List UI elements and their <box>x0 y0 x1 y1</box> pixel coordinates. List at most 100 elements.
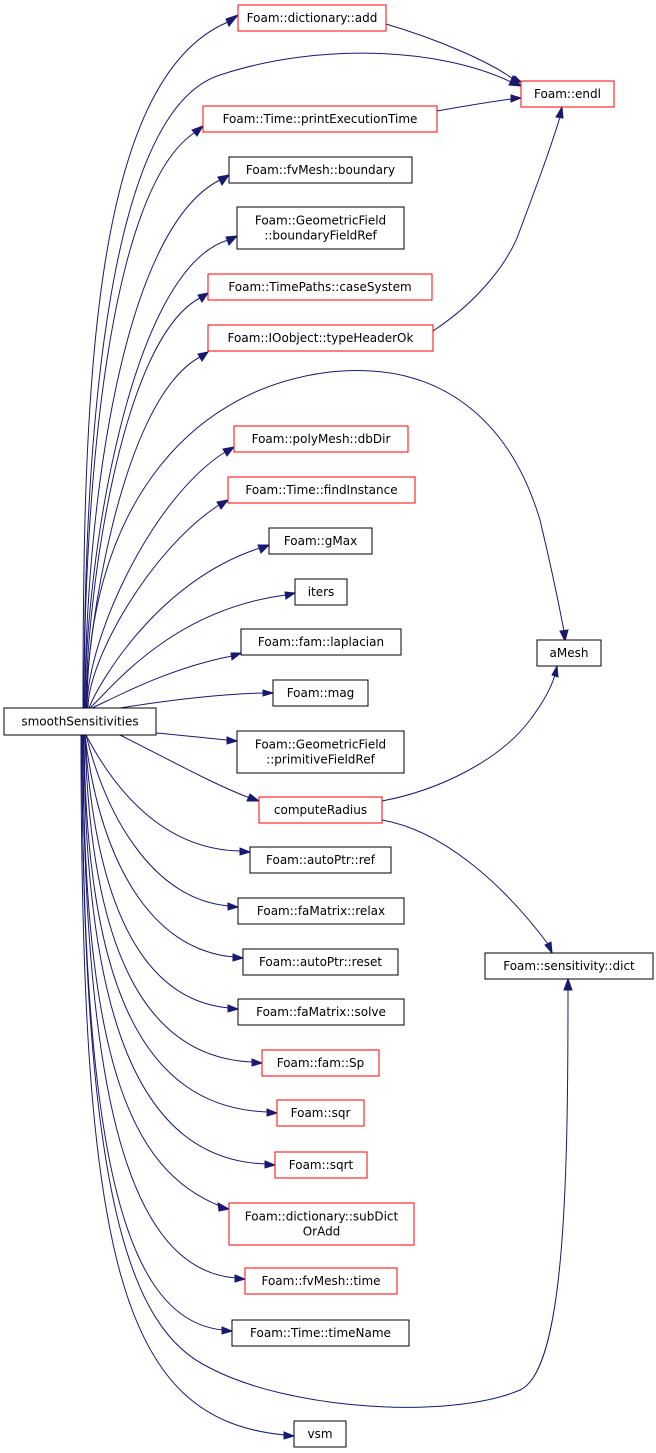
edge-arrowhead <box>283 1431 296 1440</box>
node-aMesh[interactable]: aMesh <box>536 639 602 667</box>
edge-line <box>91 655 233 709</box>
node-label: iters <box>308 585 335 599</box>
node-root: smoothSensitivities <box>3 707 157 736</box>
edge-root-to-gMax <box>88 544 271 709</box>
edge-line <box>84 734 235 958</box>
node-label: Foam::endl <box>534 87 601 101</box>
edge-root-to-ref <box>85 734 252 856</box>
edge-arrowhead <box>191 125 205 137</box>
call-graph-nodes: smoothSensitivities Foam::dictionary::add… <box>3 4 654 1448</box>
node-box <box>294 578 348 606</box>
edge-root-to-printExec <box>83 125 205 709</box>
node-box <box>484 952 654 980</box>
edge-line <box>83 734 267 1165</box>
node-iters[interactable]: iters <box>294 578 348 606</box>
node-vsm[interactable]: vsm <box>293 1420 347 1448</box>
node-sensDict[interactable]: Foam::sensitivity::dict <box>484 952 654 980</box>
node-timeName[interactable]: Foam::Time::timeName <box>231 1319 410 1347</box>
node-mag[interactable]: Foam::mag <box>272 679 369 707</box>
node-dict_add[interactable]: Foam::dictionary::add <box>237 4 387 32</box>
node-findInstance[interactable]: Foam::Time::findInstance <box>227 476 416 504</box>
node-bfr[interactable]: Foam::GeometricField::boundaryFieldRef <box>236 206 405 250</box>
node-sqr[interactable]: Foam::sqr <box>276 1099 365 1127</box>
call-graph-edges <box>80 13 573 1440</box>
node-Sp[interactable]: Foam::fam::Sp <box>261 1049 380 1077</box>
edge-arrowhead <box>563 977 573 991</box>
edge-line <box>86 451 226 709</box>
edge-arrowhead <box>239 847 252 856</box>
node-label: Foam::gMax <box>284 534 357 548</box>
node-caseSystem[interactable]: Foam::TimePaths::caseSystem <box>207 273 433 301</box>
node-label: Foam::sqrt <box>289 1158 354 1172</box>
node-printExec[interactable]: Foam::Time::printExecutionTime <box>202 105 438 133</box>
edge-root-to-relax <box>85 734 240 911</box>
node-box <box>242 948 399 976</box>
node-label: Foam::GeometricField <box>255 738 386 752</box>
edge-line <box>89 594 287 709</box>
edge-arrowhead <box>227 902 240 911</box>
node-label: Foam::mag <box>287 686 355 700</box>
node-sqrt[interactable]: Foam::sqrt <box>274 1151 368 1179</box>
node-box <box>237 4 387 32</box>
node-box <box>231 1319 410 1347</box>
edge-arrowhead <box>264 1160 277 1169</box>
node-typeHeaderOk[interactable]: Foam::IOobject::typeHeaderOk <box>207 324 434 352</box>
node-endl[interactable]: Foam::endl <box>520 80 615 108</box>
edge-dict_add-to-endl <box>385 23 523 83</box>
edge-arrowhead <box>230 652 243 661</box>
edge-arrowhead <box>544 941 553 955</box>
node-pfr[interactable]: Foam::GeometricField::primitiveFieldRef <box>236 730 405 774</box>
node-relax[interactable]: Foam::faMatrix::relax <box>237 897 405 925</box>
edge-line <box>84 179 221 709</box>
edge-line <box>432 116 561 332</box>
edge-line <box>385 23 514 80</box>
node-computeRadius[interactable]: computeRadius <box>258 796 383 824</box>
edge-root-to-vsm <box>80 734 296 1440</box>
edge-line <box>85 356 201 709</box>
node-label: OrAdd <box>303 1225 341 1239</box>
node-reset[interactable]: Foam::autoPtr::reset <box>242 948 399 976</box>
edge-line <box>83 734 269 1113</box>
edge-arrowhead <box>226 736 239 745</box>
edge-line <box>84 239 229 709</box>
node-label: Foam::IOobject::typeHeaderOk <box>228 331 414 345</box>
node-box <box>293 1420 347 1448</box>
edge-computeRadius-to-aMesh <box>381 664 559 802</box>
node-label: ::boundaryFieldRef <box>264 229 377 243</box>
edge-line <box>82 734 221 1207</box>
node-label: Foam::autoPtr::reset <box>259 955 382 969</box>
node-label: Foam::dictionary::subDict <box>245 1210 399 1224</box>
edge-line <box>83 132 195 709</box>
edge-arrowhead <box>197 292 210 303</box>
node-laplacian[interactable]: Foam::fam::laplacian <box>240 628 402 656</box>
edge-line <box>381 674 556 802</box>
edge-root-to-timeName <box>81 734 234 1335</box>
node-box <box>233 425 409 453</box>
node-box <box>207 324 434 352</box>
node-label: Foam::fvMesh::time <box>261 1274 380 1288</box>
node-ref[interactable]: Foam::autoPtr::ref <box>249 846 392 874</box>
node-label: Foam::dictionary::add <box>247 11 378 25</box>
node-label: Foam::polyMesh::dbDir <box>252 432 391 446</box>
edge-arrowhead <box>222 446 236 457</box>
node-solve[interactable]: Foam::faMatrix::solve <box>237 998 405 1026</box>
node-box <box>258 796 383 824</box>
node-fvTime[interactable]: Foam::fvMesh::time <box>244 1267 398 1295</box>
edge-root-to-bfr <box>84 235 239 709</box>
edge-line <box>82 734 237 1279</box>
node-gMax[interactable]: Foam::gMax <box>268 527 373 555</box>
edge-typeHeaderOk-to-endl <box>432 105 564 332</box>
node-label: Foam::fam::laplacian <box>258 635 384 649</box>
edge-arrowhead <box>559 629 569 643</box>
node-box <box>276 1099 365 1127</box>
edge-line <box>88 547 261 709</box>
node-label: computeRadius <box>274 803 367 817</box>
node-boundary[interactable]: Foam::fvMesh::boundary <box>228 156 413 184</box>
node-box <box>274 1151 368 1179</box>
edge-line <box>85 734 230 907</box>
edge-line <box>83 52 512 709</box>
edge-computeRadius-to-sensDict <box>381 819 553 955</box>
node-dbDir[interactable]: Foam::polyMesh::dbDir <box>233 425 409 453</box>
